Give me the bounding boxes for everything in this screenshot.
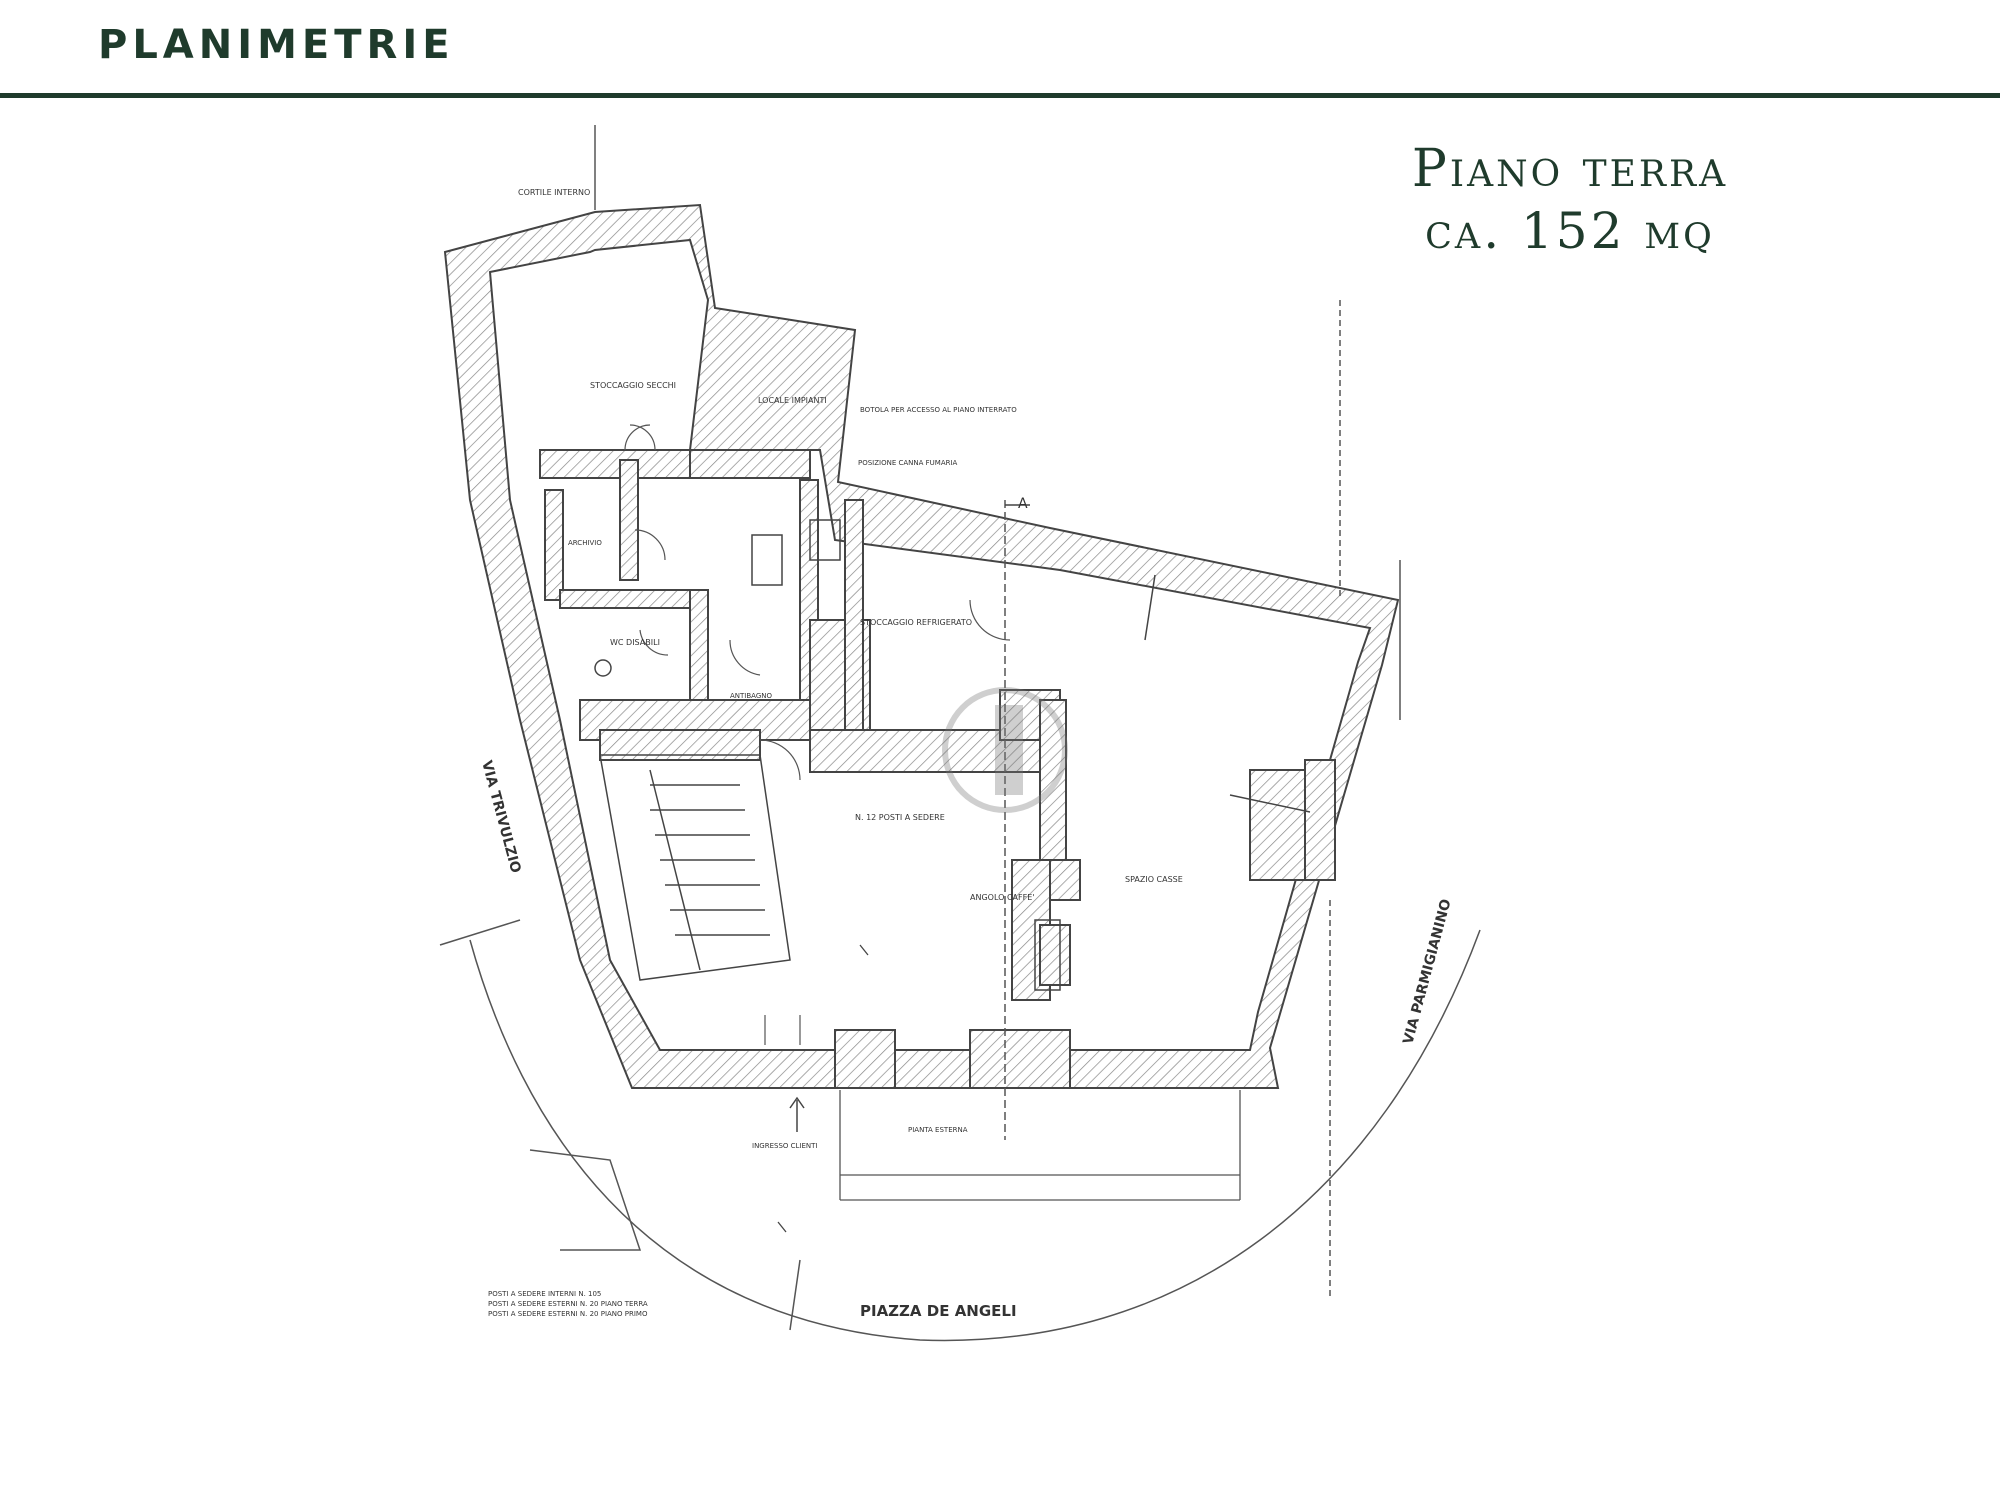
entrance-arrow-icon [789,1096,805,1132]
street-piazza-de-angeli: PIAZZA DE ANGELI [860,1302,1017,1320]
watermark-logo [942,687,1068,813]
label-wc-disabili: WC DISABILI [610,638,660,647]
label-archivio: ARCHIVIO [568,539,602,547]
street-outlines [439,125,1481,1342]
note-seats-1: POSTI A SEDERE INTERNI N. 105 [488,1290,601,1298]
floor-area: ca. 152 mq [1425,202,1715,260]
floor-name: Piano terra [1411,139,1729,199]
section-mark: A [1005,496,1030,512]
label-posti-sedere: N. 12 POSTI A SEDERE [855,813,945,822]
exterior-walls [443,203,1400,1089]
note-seats-3: POSTI A SEDERE ESTERNI N. 20 PIANO PRIMO [488,1310,648,1318]
external-terrace [839,1090,1241,1201]
label-antibagno: ANTIBAGNO [730,692,772,700]
label-cortile: CORTILE INTERNO [518,188,590,197]
label-pianta-esterna: PIANTA ESTERNA [908,1126,968,1134]
interior-walls [539,449,1336,1089]
note-botola: BOTOLA PER ACCESSO AL PIANO INTERRATO [860,406,1017,414]
staircase [599,754,791,981]
door-swings [624,424,1011,1045]
label-ingresso-clienti: INGRESSO CLIENTI [752,1142,818,1150]
street-via-parmigianino: VIA PARMIGIANINO [1400,897,1454,1046]
label-angolo-caffe: ANGOLO CAFFE' [970,893,1034,902]
header-divider [0,93,2000,98]
north-arrow-icon [777,944,869,1233]
note-canna: POSIZIONE CANNA FUMARIA [858,459,958,467]
note-seats-2: POSTI A SEDERE ESTERNI N. 20 PIANO TERRA [488,1300,648,1308]
label-spazio-casse: SPAZIO CASSE [1125,875,1183,884]
page-title: PLANIMETRIE [98,22,455,68]
furniture [594,519,1311,991]
street-via-trivulzio: VIA TRIVULZIO [478,759,523,875]
label-stoccaggio-secchi: STOCCAGGIO SECCHI [590,381,676,390]
label-stoccaggio-refrigerato: STOCCAGGIO REFRIGERATO [860,618,972,627]
floor-caption: Piano terra ca. 152 mq [1300,138,1840,262]
label-locale-impianti: LOCALE IMPIANTI [758,396,827,405]
section-mark-label: A [1018,496,1028,512]
